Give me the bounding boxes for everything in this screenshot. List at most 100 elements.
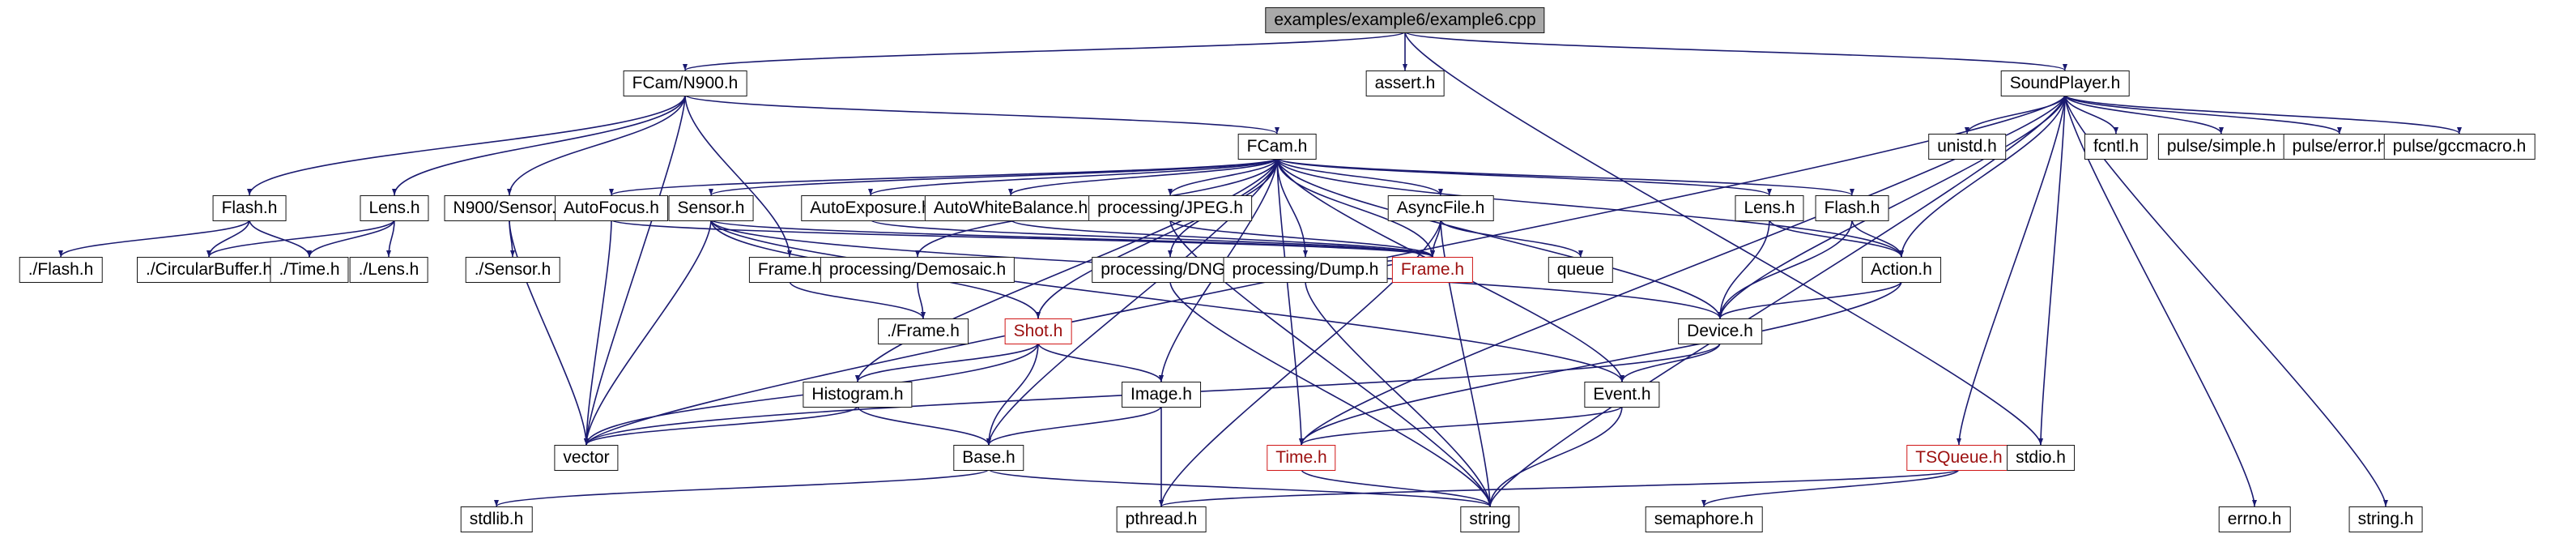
node-unistd: unistd.h (1928, 134, 2006, 160)
edge-action-to-device (1718, 280, 1902, 319)
edge-frameN-to-dotframe (789, 280, 926, 319)
edge-event-to-string (1488, 405, 1623, 507)
edge-fcam-to-sensor (709, 157, 1278, 196)
node-autofocus[interactable]: AutoFocus.h (555, 195, 668, 221)
node-timeh[interactable]: Time.h (1267, 445, 1336, 471)
node-shot[interactable]: Shot.h (1004, 318, 1072, 344)
node-sensor[interactable]: Sensor.h (668, 195, 754, 221)
node-pulsesimple: pulse/simple.h (2157, 134, 2285, 160)
node-n900h[interactable]: FCam/N900.h (623, 70, 747, 96)
edge-fcam-to-autofocus (609, 157, 1278, 196)
edge-asyncfile-to-pthread (1159, 219, 1441, 507)
edge-fcam-to-framered (1276, 157, 1435, 258)
node-pthread: pthread.h (1116, 506, 1207, 532)
edge-soundplayer-to-stdio (2038, 94, 2066, 446)
edge-dump-to-string (1305, 280, 1492, 507)
edge-asyncfile-to-string (1440, 219, 1492, 507)
edge-lensR-to-device (1718, 219, 1770, 319)
node-frameN[interactable]: Frame.h (748, 257, 831, 283)
edge-autowb-to-framered (1010, 219, 1435, 258)
edge-histogram-to-base (857, 405, 991, 446)
node-lensL[interactable]: Lens.h (360, 195, 429, 221)
edge-lensR-to-action (1769, 219, 1904, 258)
node-dotframe: ./Frame.h (878, 318, 969, 344)
node-device[interactable]: Device.h (1678, 318, 1762, 344)
edge-timeh-to-string (1301, 468, 1492, 507)
node-string: string (1460, 506, 1520, 532)
node-fcntl: fcntl.h (2084, 134, 2148, 160)
edge-sensor-to-vector (584, 219, 712, 446)
node-action[interactable]: Action.h (1862, 257, 1941, 283)
edge-soundplayer-to-errno (2064, 94, 2257, 507)
edge-fcam-to-base (986, 157, 1278, 446)
edge-n900h-to-flashL (247, 94, 686, 196)
node-dng[interactable]: processing/DNG.h (1092, 257, 1249, 283)
edge-lensL-to-dotcircular (207, 219, 395, 258)
node-vector: vector (554, 445, 619, 471)
node-dotlens: ./Lens.h (349, 257, 428, 283)
node-autoexposure[interactable]: AutoExposure.h (801, 195, 940, 221)
edge-action-to-timeh (1299, 280, 1902, 446)
node-lensR[interactable]: Lens.h (1735, 195, 1804, 221)
node-event[interactable]: Event.h (1584, 382, 1660, 408)
edge-fcam-to-flashR (1276, 157, 1854, 196)
node-jpeg[interactable]: processing/JPEG.h (1088, 195, 1252, 221)
node-tsqueue[interactable]: TSQueue.h (1906, 445, 2012, 471)
node-framered[interactable]: Frame.h (1391, 257, 1474, 283)
edge-device-to-event (1620, 342, 1721, 382)
node-histogram[interactable]: Histogram.h (803, 382, 913, 408)
edge-fcam-to-histogram (855, 157, 1278, 382)
node-base[interactable]: Base.h (953, 445, 1024, 471)
edge-soundplayer-to-tsqueue (1956, 94, 2066, 446)
edge-soundplayer-to-timeh (1299, 94, 2066, 446)
node-fcam[interactable]: FCam.h (1237, 134, 1317, 160)
edge-asyncfile-to-queue (1440, 219, 1583, 258)
edge-n900h-to-vector (584, 94, 686, 446)
node-asyncfile[interactable]: AsyncFile.h (1387, 195, 1494, 221)
edge-fcam-to-device (1276, 157, 1722, 319)
edge-autoexposure-to-framered (870, 219, 1435, 258)
node-soundplayer[interactable]: SoundPlayer.h (2000, 70, 2130, 96)
edge-image-to-base (986, 405, 1162, 446)
edge-soundplayer-to-pulsegcc (2064, 94, 2462, 135)
node-stringh: string.h (2348, 506, 2423, 532)
node-dotcircular: ./CircularBuffer.h (136, 257, 282, 283)
node-pulseerror: pulse/error.h (2283, 134, 2396, 160)
edge-example6-to-stdio (1404, 31, 2043, 446)
node-dotsensor: ./Sensor.h (465, 257, 560, 283)
edge-sensor-to-framered (710, 219, 1435, 258)
edge-n900sensor-to-vector (509, 219, 589, 446)
node-flashL[interactable]: Flash.h (212, 195, 287, 221)
node-flashR[interactable]: Flash.h (1815, 195, 1889, 221)
edge-n900h-to-n900sensor (507, 94, 686, 196)
edge-soundplayer-to-action (1899, 94, 2066, 258)
node-autowb[interactable]: AutoWhiteBalance.h (924, 195, 1097, 221)
node-dotflash: ./Flash.h (19, 257, 103, 283)
edge-fcam-to-asyncfile (1276, 157, 1443, 196)
edge-flashR-to-device (1718, 219, 1853, 319)
node-queue: queue (1548, 257, 1614, 283)
edge-fcam-to-action (1276, 157, 1904, 258)
node-demosaic[interactable]: processing/Demosaic.h (820, 257, 1015, 283)
edge-soundplayer-to-fcntl (2064, 94, 2118, 135)
node-pulsegcc: pulse/gccmacro.h (2383, 134, 2536, 160)
edge-fcam-to-jpeg (1168, 157, 1278, 196)
edge-soundplayer-to-stringh (2064, 94, 2388, 507)
edge-tsqueue-to-semaphore (1701, 468, 1960, 507)
node-dottime: ./Time.h (270, 257, 349, 283)
edge-tsqueue-to-pthread (1159, 468, 1960, 507)
edge-histogram-to-vector (584, 405, 858, 446)
edge-soundplayer-to-string (1488, 94, 2066, 507)
edge-n900h-to-fcam (684, 94, 1279, 135)
node-dump[interactable]: processing/Dump.h (1223, 257, 1388, 283)
node-image[interactable]: Image.h (1122, 382, 1201, 408)
edge-soundplayer-to-pulsesimple (2064, 94, 2224, 135)
node-n900sensor[interactable]: N900/Sensor.h (444, 195, 575, 221)
edge-n900h-to-frameN (684, 94, 792, 258)
edge-shot-to-histogram (855, 342, 1039, 382)
edge-lensL-to-dottime (307, 219, 395, 258)
node-assert: assert.h (1365, 70, 1445, 96)
edge-example6-to-soundplayer (1404, 31, 2067, 71)
